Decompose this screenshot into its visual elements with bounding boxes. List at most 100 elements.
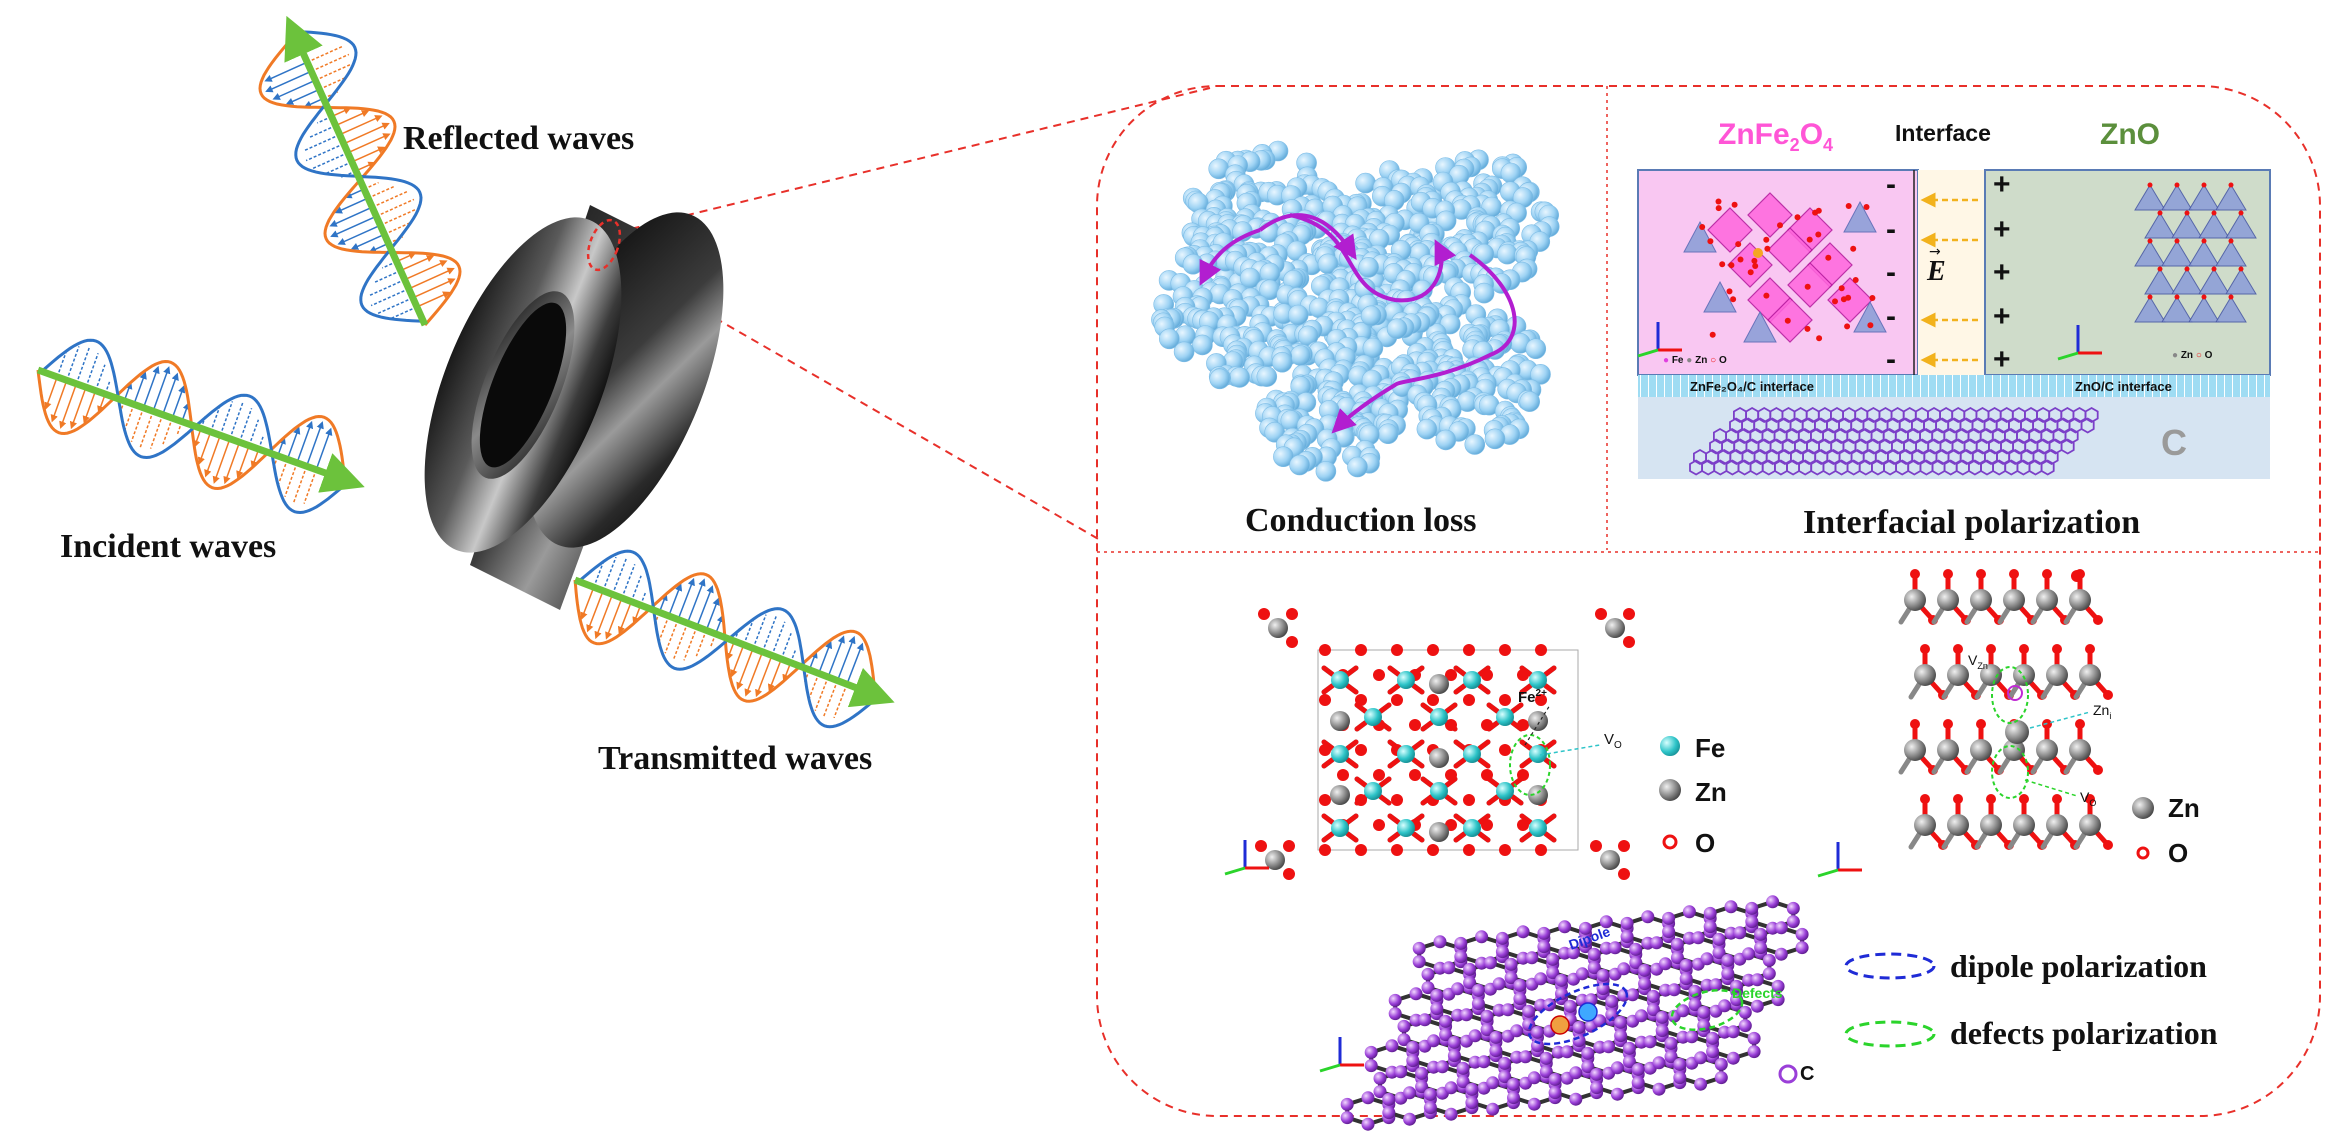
c-atom	[1786, 915, 1800, 929]
c-atom	[1673, 1057, 1687, 1071]
o-atom	[1319, 844, 1331, 856]
o-atom	[1815, 231, 1822, 238]
zn-atom	[2079, 814, 2101, 836]
c-atom	[1614, 1015, 1628, 1029]
c-atom	[1569, 1092, 1583, 1106]
c-atom	[1415, 1066, 1429, 1080]
zn-tetrahedron	[1703, 280, 1737, 313]
o-atom	[1409, 769, 1421, 781]
nanoparticle-sphere	[1464, 434, 1486, 455]
c-atom	[1495, 931, 1509, 945]
c-atom	[1694, 1051, 1708, 1065]
fe2-label: Fe2+	[1518, 688, 1547, 706]
nanoparticle-sphere	[1377, 423, 1399, 445]
nanoparticle-sphere	[1355, 172, 1376, 194]
c-atom	[1388, 993, 1402, 1007]
c-atom	[1676, 1004, 1690, 1018]
zn-atom	[2046, 814, 2068, 836]
o-atom	[1726, 288, 1733, 295]
c-atom	[1641, 910, 1655, 924]
c-atom	[1471, 997, 1485, 1011]
o-atom	[1953, 644, 1963, 654]
zn-atom	[2013, 664, 2035, 686]
c-atom	[1513, 978, 1527, 992]
o-atom	[2093, 765, 2103, 775]
c-atom	[1596, 982, 1610, 996]
c-atom	[1643, 1035, 1657, 1049]
c-atom	[1714, 1071, 1728, 1085]
o-atom	[1806, 236, 1813, 243]
plus-sign: +	[1993, 343, 2011, 376]
o-atom	[1499, 844, 1511, 856]
o-atom	[2184, 266, 2190, 272]
c-atom	[1527, 1097, 1541, 1111]
o-atom	[1920, 644, 1930, 654]
c-atom	[1504, 957, 1518, 971]
c-atom	[1664, 1050, 1678, 1064]
c-atom	[1483, 956, 1497, 970]
zn-atom	[1429, 674, 1449, 694]
c-atom	[1439, 1028, 1453, 1042]
c-atom	[1539, 1051, 1553, 1065]
o-atom	[1337, 769, 1349, 781]
c-atom	[1489, 1030, 1503, 1044]
o-atom	[2174, 238, 2180, 244]
o-atom	[1943, 569, 1953, 579]
c-atom	[1442, 961, 1456, 975]
o-atom	[1910, 719, 1920, 729]
c-atom	[1539, 1065, 1553, 1079]
c-atom	[1397, 1033, 1411, 1047]
fe-atom	[1529, 671, 1547, 689]
dipole-ellipse	[1527, 982, 1629, 1046]
graphene-hexagon	[2060, 438, 2075, 455]
c-atom	[1531, 1039, 1544, 1053]
o-atom	[1730, 296, 1737, 303]
c-atom	[1608, 941, 1622, 955]
c-atom	[1507, 1077, 1520, 1091]
o-atom	[1709, 331, 1716, 338]
c-atom	[1795, 941, 1809, 955]
zno-tetrahedron	[2188, 240, 2220, 267]
zn-atom	[1947, 814, 1969, 836]
zn-atom	[1970, 739, 1992, 761]
zno-tetrahedron	[2161, 240, 2193, 267]
c-atom	[1560, 1045, 1574, 1059]
zn-atom	[1937, 589, 1959, 611]
o-atom	[1445, 769, 1457, 781]
c-atom	[1423, 1087, 1437, 1101]
o-atom	[2157, 210, 2163, 216]
c-atom	[1629, 956, 1643, 970]
nanoparticle-sphere	[1271, 351, 1293, 373]
o-atom	[1794, 214, 1801, 221]
zn-atom	[2046, 664, 2068, 686]
vzn-vacancy-ellipse	[1991, 666, 2029, 724]
transmitted-wave	[573, 549, 895, 729]
o-atom	[1391, 844, 1403, 856]
c-atom	[1682, 905, 1696, 919]
fe-atom	[1463, 745, 1481, 763]
c-atom	[1459, 1008, 1473, 1022]
absorber-ring	[424, 205, 724, 610]
c-atom	[1730, 979, 1744, 993]
c-atom	[1423, 1101, 1437, 1115]
c-atom	[1726, 1051, 1740, 1065]
zn-atom-highlight	[1753, 248, 1763, 258]
o-atom	[1715, 198, 1722, 205]
c-atom	[1412, 941, 1426, 955]
o-atom	[2019, 644, 2029, 654]
o-atom	[1976, 719, 1986, 729]
c-atom	[1373, 1071, 1387, 1085]
o-atom	[1355, 794, 1367, 806]
o-atom	[2228, 294, 2234, 300]
o-atom	[1355, 694, 1367, 706]
zn-atom	[1980, 814, 2002, 836]
c-atom	[1465, 1096, 1479, 1110]
o-atom	[1463, 644, 1475, 656]
legend-fe-sphere	[1658, 734, 1682, 758]
c-atom	[1382, 1092, 1396, 1106]
c-atom	[1762, 953, 1776, 967]
zn-atom	[2013, 814, 2035, 836]
c-atom	[1694, 1077, 1708, 1091]
c-atom	[1670, 951, 1684, 965]
o-atom	[2201, 238, 2207, 244]
